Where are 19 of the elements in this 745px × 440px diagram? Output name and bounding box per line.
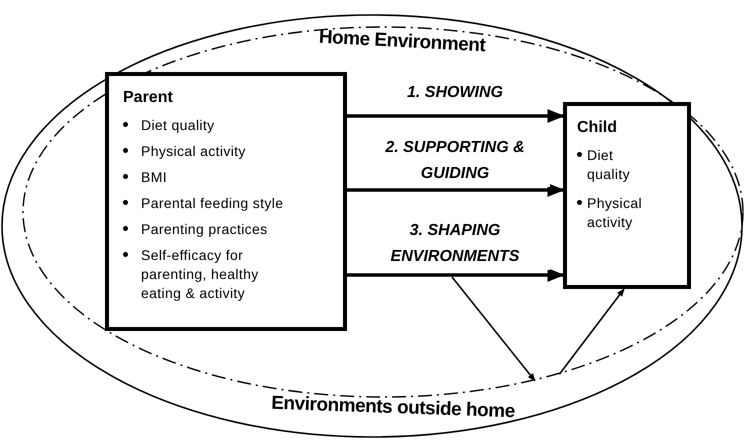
region-title: Home Environment: [317, 26, 487, 58]
box-heading: Child: [577, 118, 618, 138]
parent-box: [105, 72, 347, 331]
list-item: Parental feeding style: [141, 194, 284, 213]
list-item: Diet quality: [141, 116, 214, 135]
arrow: [347, 109, 565, 123]
list-item: Physical activity: [141, 142, 246, 161]
list-item: Parenting practices: [141, 220, 268, 239]
arrow: [451, 276, 536, 382]
child-box: [563, 102, 691, 289]
box-heading: Parent: [123, 88, 174, 108]
arrow: [347, 183, 565, 197]
region-title: Environments outside home: [270, 392, 516, 424]
list-item: Self-efficacy for parenting, healthy eating & activity: [141, 246, 260, 303]
list-item: BMI: [141, 168, 167, 187]
list-item: Diet quality: [587, 146, 631, 184]
arrow: [558, 288, 625, 375]
arrow: [347, 268, 565, 282]
list-item: Physical activity: [587, 194, 643, 232]
